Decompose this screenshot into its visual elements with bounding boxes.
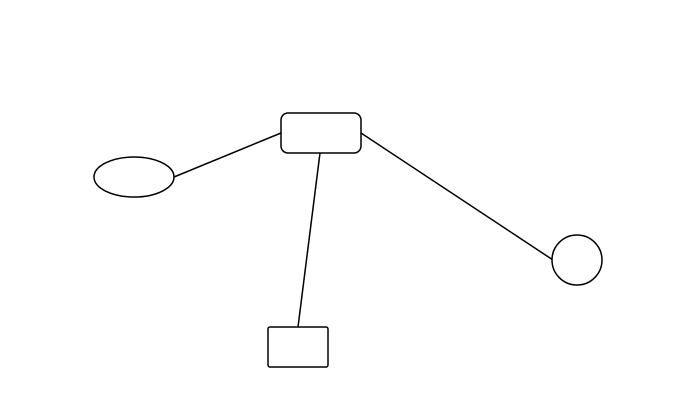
edge-center-bottom bbox=[297, 152, 321, 328]
node-center[interactable] bbox=[280, 112, 362, 154]
node-right[interactable] bbox=[551, 234, 603, 286]
rounded-rectangle-shape bbox=[280, 112, 362, 154]
edge-center-left bbox=[173, 132, 282, 178]
node-left[interactable] bbox=[93, 156, 175, 198]
circle-shape bbox=[551, 234, 603, 286]
edge-center-right bbox=[360, 132, 554, 261]
rectangle-shape bbox=[267, 326, 329, 368]
node-bottom[interactable] bbox=[267, 326, 329, 368]
ellipse-shape bbox=[93, 156, 175, 198]
